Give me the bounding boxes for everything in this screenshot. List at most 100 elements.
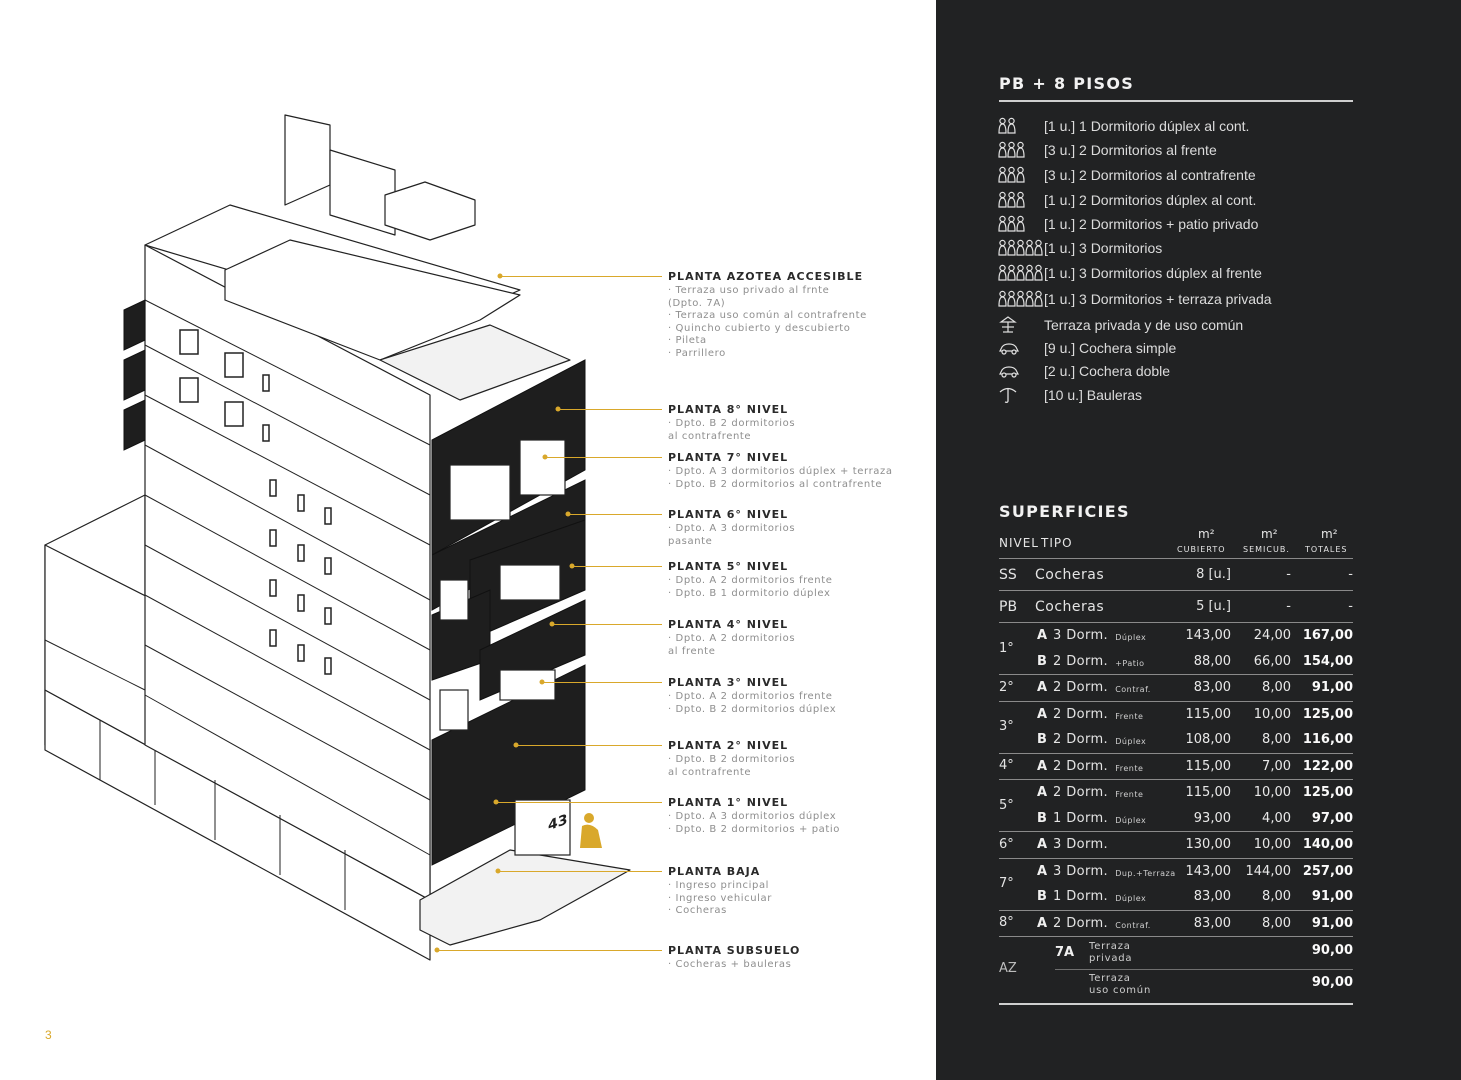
type-suffix: Dúplex [1115,633,1147,642]
type-cell: 3 Dorm. [1053,837,1109,852]
semicub-value: 24,00 [1253,628,1291,643]
level-title: PLANTA 8° NIVEL [668,403,789,416]
unit-text: [2 u.] Cochera doble [1044,363,1171,379]
total-value: 90,00 [1311,943,1353,958]
car-icon [998,339,1044,357]
az-desc-2: uso común [1089,985,1152,996]
type-cell: 3 Dorm. [1053,863,1109,879]
leader-1 [498,802,662,803]
semicub-value: 8,00 [1262,680,1291,695]
dpto-cell: A [1037,680,1048,695]
level-cell: 1° [999,640,1014,656]
type-suffix: Dúplex [1115,815,1147,825]
type-suffix: Frente [1115,711,1144,721]
cubierto-value: 8 [u.] [1196,567,1231,582]
dpto-cell: A [1037,706,1048,722]
level-title: PLANTA 1° NIVEL [668,796,789,809]
total-value: 154,00 [1302,653,1353,669]
level-desc: · Dpto. A 3 dormitorios dúplex + terraza… [668,466,893,490]
total-value: 91,00 [1311,915,1353,931]
semicub-value: 10,00 [1253,785,1291,800]
level-desc: · Ingreso principal· Ingreso vehicular· … [668,880,772,916]
az-code: 7A [1055,945,1075,960]
cubierto-value: 130,00 [1185,837,1232,852]
type-cell: 2 Dorm. [1053,732,1109,747]
semicub-value: 8,00 [1262,915,1291,931]
people-3-icon [998,215,1044,233]
dpto-cell: B [1037,889,1047,904]
type-suffix: Frente [1115,763,1144,773]
total-value: 97,00 [1311,810,1353,826]
type-suffix: Dúplex [1115,894,1147,903]
level-desc: · Dpto. A 2 dormitorios frente· Dpto. B … [668,575,833,599]
leader-4 [554,624,662,625]
level-title: PLANTA 7° NIVEL [668,451,789,464]
level-cell: 6° [999,836,1014,852]
total-value: - [1348,599,1353,614]
unit-text: [1 u.] 2 Dormitorios + patio privado [1044,216,1259,232]
level-cell: 8° [999,915,1014,931]
type-suffix: Contraf. [1115,685,1151,694]
cubierto-value: 115,00 [1185,785,1232,800]
type-cell: 1 Dorm. [1053,810,1109,826]
level-title: PLANTA AZOTEA ACCESIBLE [668,270,864,283]
cubierto-value: 83,00 [1193,889,1231,904]
total-value: 91,00 [1311,680,1353,695]
level-desc: · Dpto. A 2 dormitorios frente· Dpto. B … [668,691,837,715]
cubierto-value: 83,00 [1193,680,1231,695]
dpto-cell: B [1037,653,1047,669]
unit-item: [9 u.] Cochera simple [998,337,1176,359]
total-value: 125,00 [1302,785,1353,800]
unit-text: [1 u.] 3 Dormitorios dúplex al frente [1044,265,1262,281]
level-cell: PB [999,599,1018,615]
level-cell: 7° [999,876,1014,891]
left-page: PLANTA AZOTEA ACCESIBLE· Terraza uso pri… [44,114,928,1042]
leader-2 [518,745,662,746]
level-label: PLANTA 1° NIVEL· Dpto. A 3 dormitorios d… [668,796,928,836]
people-3-icon [998,166,1044,184]
unit-text: [10 u.] Bauleras [1044,387,1143,403]
type-suffix: Contraf. [1115,920,1151,930]
dpto-cell: A [1037,758,1048,774]
leader-azotea [502,276,662,277]
type-cell: 2 Dorm. [1053,653,1109,669]
type-suffix: Dup.+Terraza [1115,868,1176,878]
type-cell: 3 Dorm. [1053,628,1109,643]
level-cell: 4° [999,758,1014,774]
superficies-table: NIVEL TIPO m² CUBIERTO m² SEMICUB. m² TO… [999,527,1353,1005]
type-cell: Cocheras [1035,599,1105,615]
header-tipo: TIPO [1041,536,1073,550]
header-semicub: SEMICUB. [1243,545,1290,554]
az-desc-1: Terraza [1089,941,1131,952]
type-suffix: Frente [1115,790,1144,799]
header-unit: m² [1261,527,1278,541]
total-value: 125,00 [1302,706,1353,722]
level-title: PLANTA 2° NIVEL [668,739,789,752]
cubierto-value: 83,00 [1193,915,1231,931]
cubierto-value: 88,00 [1193,653,1231,669]
level-desc: · Cocheras + bauleras [668,959,792,970]
header-unit: m² [1321,527,1338,541]
level-title: PLANTA BAJA [668,865,761,878]
unit-item: [1 u.] 3 Dormitorios [998,237,1162,259]
total-value: 116,00 [1302,732,1353,747]
pisos-title: PB + 8 PISOS [999,74,1135,93]
people-5-icon [998,264,1044,282]
terrace-icon [998,316,1044,334]
unit-text: [1 u.] 3 Dormitorios + terraza privada [1044,291,1272,307]
